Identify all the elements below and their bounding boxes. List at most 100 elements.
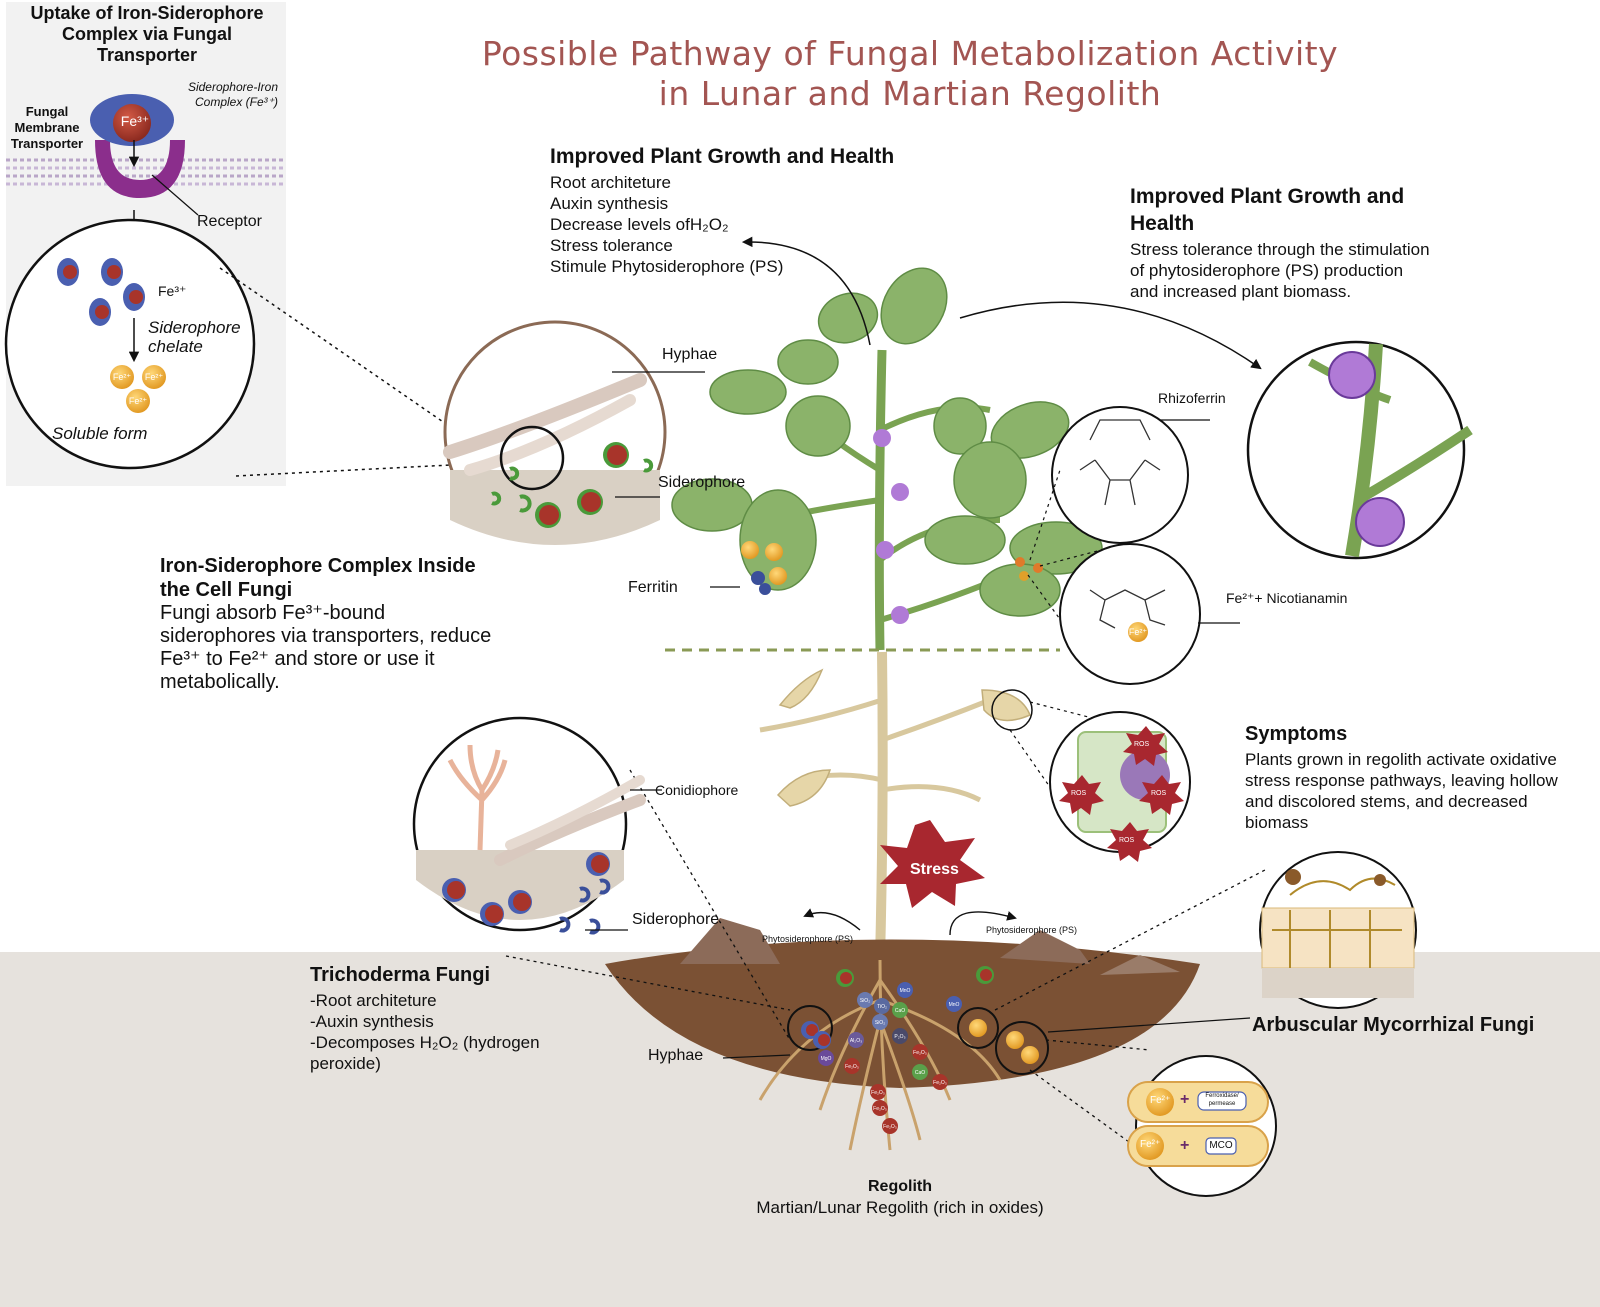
oxide-particle bbox=[848, 1032, 864, 1048]
oxide-particle bbox=[857, 992, 873, 1008]
oxide-particle bbox=[872, 1014, 888, 1030]
plant-growth-right: Improved Plant Growth and Health Stress … bbox=[1130, 183, 1430, 302]
title-line-2: in Lunar and Martian Regolith bbox=[658, 73, 1162, 113]
oxide-particle bbox=[870, 1084, 886, 1100]
mco-label: MCO bbox=[1209, 1140, 1233, 1151]
oxide-particle bbox=[882, 1118, 898, 1134]
oxide-label: Fe₂O₃ bbox=[873, 1106, 887, 1112]
oxide-particle bbox=[892, 1028, 908, 1044]
list-item: Decrease levels ofH₂O₂ bbox=[550, 215, 729, 235]
hyphae-circle-top bbox=[443, 320, 667, 545]
oxide-particle bbox=[932, 1074, 948, 1090]
title-line-1: Possible Pathway of Fungal Metabolizatio… bbox=[481, 34, 1339, 73]
oxide-label: Fe₂O₃ bbox=[845, 1064, 859, 1070]
inset-heading: Uptake of Iron-Siderophore Complex via F… bbox=[30, 3, 264, 65]
ros-burst-2 bbox=[1059, 775, 1104, 815]
iron-complex-block: Iron-Siderophore Complex Inside the Cell… bbox=[160, 554, 500, 694]
hyphae-bottom-label: Hyphae bbox=[648, 1047, 704, 1064]
regolith-heading: Regolith bbox=[868, 1178, 932, 1195]
inset-soluble-iron bbox=[110, 365, 166, 413]
ros-burst-4 bbox=[1107, 822, 1152, 862]
oxide-label: CaO bbox=[915, 1070, 925, 1076]
oxide-label: MgO bbox=[821, 1056, 832, 1062]
ros-burst-1 bbox=[1123, 726, 1168, 766]
nicotianamin-iron-badge: Fe²⁺ bbox=[1128, 627, 1148, 637]
receptor-label: Receptor bbox=[197, 213, 262, 230]
oxide-label: SiO₂ bbox=[860, 998, 870, 1004]
oxide-label: CaO bbox=[895, 1008, 905, 1014]
iron-complex-body: Fungi absorb Fe³⁺-bound siderophores via… bbox=[160, 602, 492, 693]
oxide-label: MnO bbox=[900, 988, 911, 994]
page-title: Possible Pathway of Fungal Metabolizatio… bbox=[380, 34, 1440, 113]
oxide-label: Fe₂O₃ bbox=[871, 1090, 885, 1096]
oxide-label: SiO₂ bbox=[875, 1020, 885, 1026]
plant-growth-right-body: Stress tolerance through the stimulation… bbox=[1130, 240, 1430, 301]
regolith-block: Regolith Martian/Lunar Regolith (rich in… bbox=[700, 1177, 1100, 1218]
oxide-label: TiO₂ bbox=[877, 1004, 887, 1010]
soluble-form-label: Soluble form bbox=[52, 424, 148, 443]
ros-label-3: ROS bbox=[1151, 790, 1167, 797]
rhizoferrin-circle bbox=[1051, 406, 1189, 544]
oxide-particle bbox=[892, 1002, 908, 1018]
siderophore-bottom-label: Siderophore bbox=[632, 911, 720, 928]
iron-complex-core bbox=[113, 104, 151, 142]
symptoms-body: Plants grown in regolith activate oxidat… bbox=[1245, 750, 1558, 832]
iron-complex-heading: Iron-Siderophore Complex Inside the Cell… bbox=[160, 555, 476, 601]
plant-growth-right-heading: Improved Plant Growth and Health bbox=[1130, 185, 1405, 235]
oxide-particle bbox=[872, 1100, 888, 1116]
nicotianamin-circle bbox=[1059, 543, 1201, 685]
tube-iron-badge-2: Fe²⁺ bbox=[1140, 1139, 1161, 1150]
soluble-iron-badge-3: Fe²⁺ bbox=[128, 396, 148, 406]
complex-iron-badge: Fe³⁺ bbox=[120, 113, 150, 129]
list-item: Auxin synthesis bbox=[550, 194, 669, 214]
trichoderma-block: Trichoderma Fungi -Root architeture -Aux… bbox=[310, 963, 600, 1074]
siderophore-top-label: Siderophore bbox=[658, 474, 746, 491]
conidiophore-label: Conidiophore bbox=[655, 782, 739, 798]
plant-growth-top: Improved Plant Growth and Health Root ar… bbox=[550, 144, 910, 277]
ros-label-1: ROS bbox=[1134, 741, 1150, 748]
oxide-particles: SiO₂ TiO₂ SiO₂ CaO MnO P₂O₅ Fe₂O₃ Al₂O₃ MgO Fe₂O₃… bbox=[818, 982, 962, 1134]
amf-heading: Arbuscular Mycorrhizal Fungi bbox=[1252, 1014, 1535, 1036]
regolith-subtitle: Martian/Lunar Regolith (rich in oxides) bbox=[756, 1198, 1044, 1217]
list-item: Stimule Phytosiderophore (PS) bbox=[550, 257, 784, 277]
oxide-label: Al₂O₃ bbox=[850, 1038, 862, 1044]
oxide-label: MnO bbox=[949, 1002, 960, 1008]
symptoms-block: Symptoms Plants grown in regolith activa… bbox=[1245, 722, 1565, 833]
ros-burst-3 bbox=[1139, 775, 1184, 815]
list-item: -Root architeture bbox=[310, 991, 437, 1010]
flower-circle bbox=[1246, 340, 1473, 560]
fe3-label: Fe³⁺ bbox=[158, 283, 187, 299]
plant-growth-top-list: Root architeture Auxin synthesis Decreas… bbox=[550, 172, 910, 277]
plant-growth-top-heading: Improved Plant Growth and Health bbox=[550, 145, 895, 168]
soluble-iron-badge-1: Fe²⁺ bbox=[112, 372, 132, 382]
list-item: Root architeture bbox=[550, 173, 671, 193]
oxide-label: Fe₂O₃ bbox=[883, 1124, 897, 1130]
oxide-particle bbox=[946, 996, 962, 1012]
ferroxidase-label: Ferroxidase/ permease bbox=[1205, 1093, 1239, 1107]
oxide-particle bbox=[818, 1050, 834, 1066]
oxide-label: Fe₂O₃ bbox=[913, 1050, 927, 1056]
tube-plus-2: + bbox=[1180, 1137, 1190, 1154]
ferroxidase-circle bbox=[1127, 1055, 1277, 1197]
ros-label-2: ROS bbox=[1071, 790, 1087, 797]
siderophore-iron-complex-label: Siderophore-Iron Complex (Fe³⁺) bbox=[187, 80, 278, 109]
inset-siderophores bbox=[57, 258, 145, 326]
conidiophore-circle bbox=[412, 716, 646, 935]
oxide-label: P₂O₅ bbox=[894, 1034, 905, 1040]
ps-right-label: Phytosiderophore (PS) bbox=[986, 925, 1078, 935]
ros-label-4: ROS bbox=[1119, 837, 1135, 844]
tube-iron-badge-1: Fe²⁺ bbox=[1150, 1095, 1171, 1106]
rhizoferrin-label: Rhizoferrin bbox=[1158, 390, 1226, 406]
stress-burst bbox=[880, 820, 985, 908]
list-item: Stress tolerance bbox=[550, 236, 673, 256]
ferritin-label: Ferritin bbox=[628, 579, 678, 596]
list-item: -Decomposes H₂O₂ (hydrogen peroxide) bbox=[310, 1033, 540, 1073]
nicotianamin-label: Fe²⁺+ Nicotianamin bbox=[1226, 590, 1348, 606]
list-item: -Auxin synthesis bbox=[310, 1012, 434, 1031]
plant-lower bbox=[759, 651, 1031, 961]
oxide-label: Fe₂O₃ bbox=[933, 1080, 947, 1086]
hyphae-top-label: Hyphae bbox=[662, 346, 718, 363]
oxide-particle bbox=[912, 1064, 928, 1080]
